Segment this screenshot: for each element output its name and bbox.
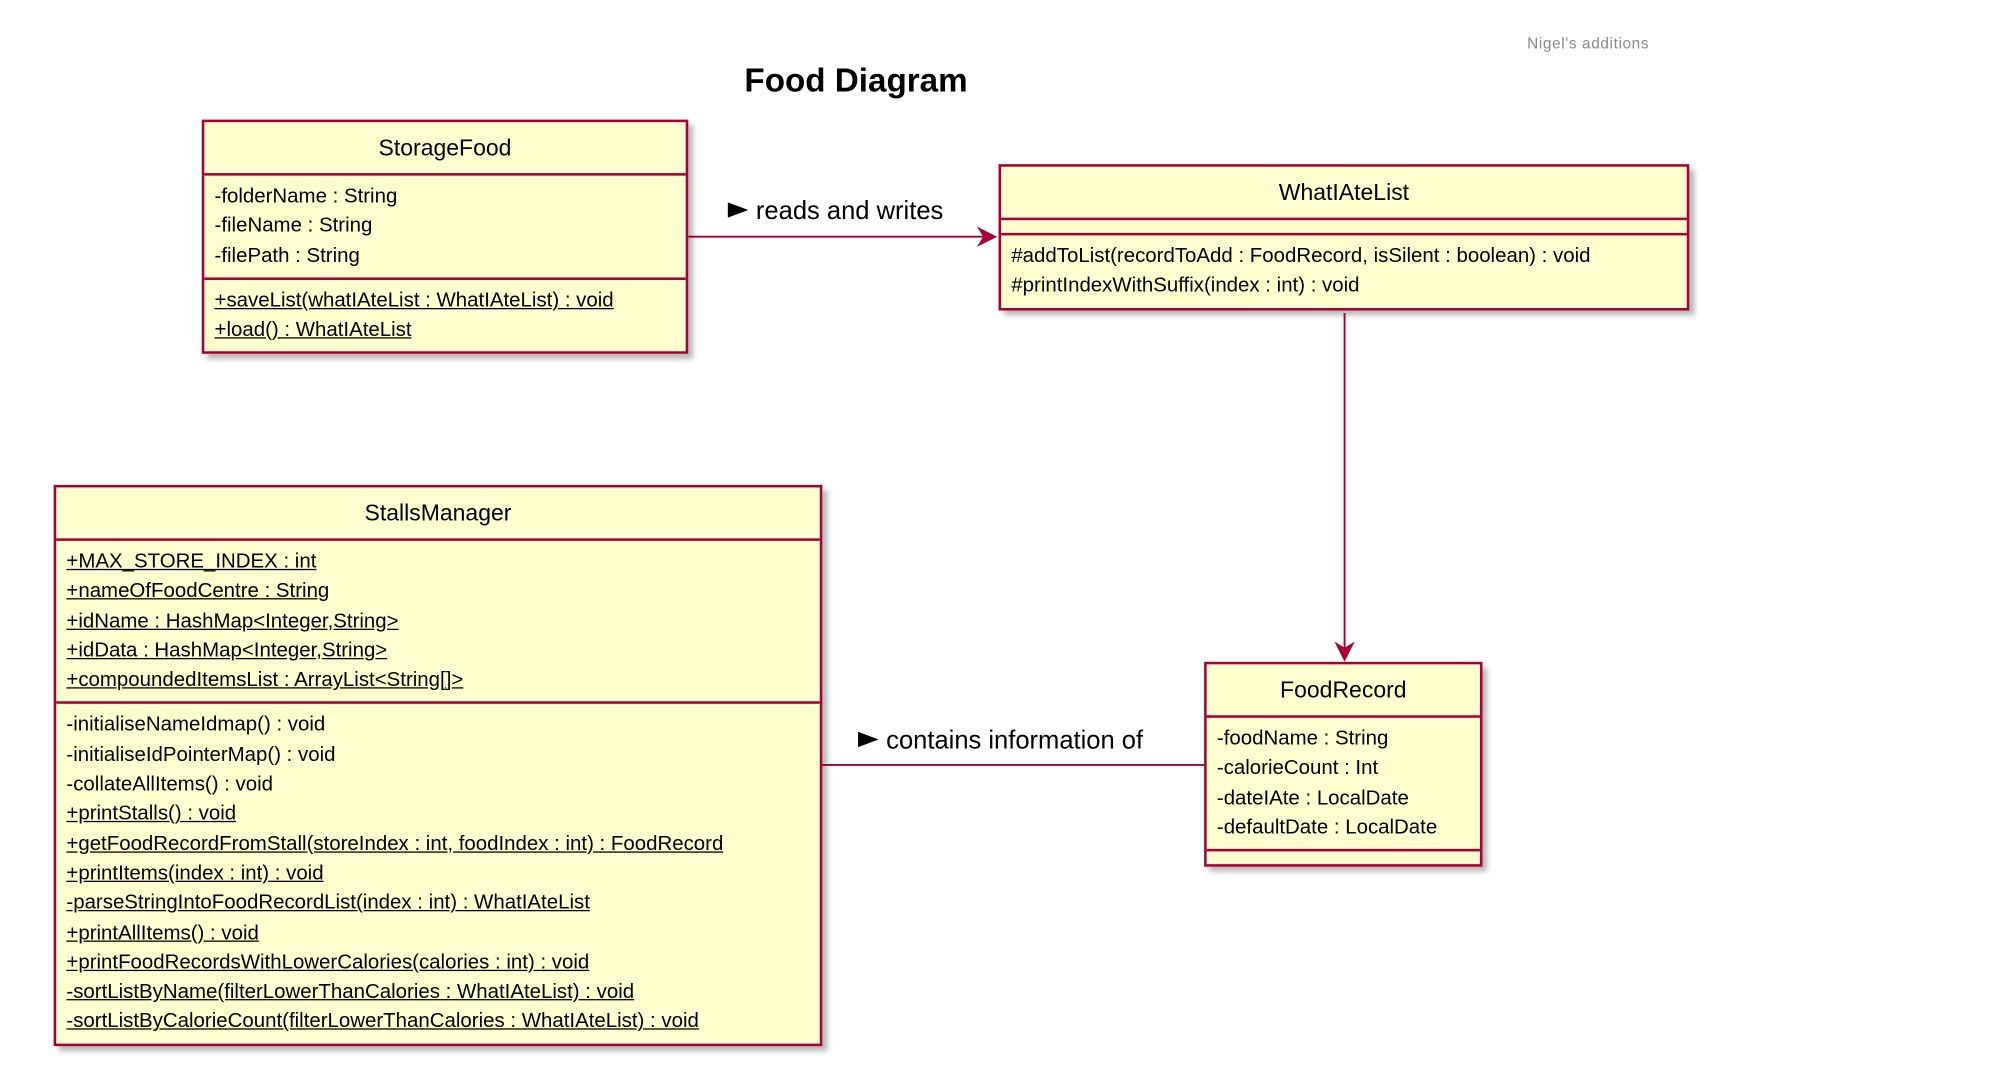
methods-section: -initialiseNameIdmap() : void -initialise… <box>56 704 820 1043</box>
class-member: -initialiseIdPointerMap() : void <box>66 744 336 766</box>
attributes-section: -folderName : String -fileName : String -f… <box>204 176 686 280</box>
reads-writes-arrowhead <box>976 226 998 247</box>
class-member: #addToList(recordToAdd : FoodRecord, isS… <box>1011 245 1591 268</box>
list-to-record-arrowhead <box>1334 641 1355 662</box>
class-member: -filePath : String <box>214 245 360 267</box>
class-storage-food: StorageFood -folderName : String -fileNam… <box>201 119 689 355</box>
class-name: StallsManager <box>56 487 820 541</box>
class-name: WhatIAteList <box>1001 167 1687 221</box>
class-member: -foodName : String <box>1216 727 1389 750</box>
header-note: Nigel's additions <box>1527 34 1650 53</box>
class-member: -folderName : String <box>214 185 398 208</box>
class-member: +nameOfFoodCentre : String <box>66 580 330 603</box>
class-member: -collateAllItems() : void <box>66 773 274 796</box>
class-member: -defaultDate : LocalDate <box>1216 816 1438 839</box>
class-member: +printStalls() : void <box>66 803 237 826</box>
direction-triangle-icon <box>727 202 749 218</box>
class-food-record: FoodRecord -foodName : String -calorieCou… <box>1204 661 1483 867</box>
class-stalls-manager: StallsManager +MAX_STORE_INDEX : int +nam… <box>53 484 823 1046</box>
class-member: -initialiseNameIdmap() : void <box>66 714 326 737</box>
class-member: -calorieCount : Int <box>1216 757 1379 780</box>
class-member: +load() : WhatIAteList <box>214 319 412 342</box>
class-member: +compoundedItemsList : ArrayList<String[… <box>66 669 464 692</box>
class-member: +printItems(index : int) : void <box>66 862 324 885</box>
class-member: +saveList(whatIAteList : WhatIAteList) :… <box>214 290 614 312</box>
class-member: +MAX_STORE_INDEX : int <box>66 551 317 573</box>
diagram-title: Food Diagram <box>744 61 968 100</box>
class-member: -dateIAte : LocalDate <box>1216 787 1409 809</box>
class-member: -sortListByCalorieCount(filterLowerThanC… <box>66 1011 699 1033</box>
class-member: -fileName : String <box>214 215 373 238</box>
attributes-section: -foodName : String -calorieCount : Int -da… <box>1206 718 1480 852</box>
class-member: -parseStringIntoFoodRecordList(index : i… <box>66 892 590 915</box>
attributes-section: +MAX_STORE_INDEX : int +nameOfFoodCentre … <box>56 541 820 705</box>
attributes-section <box>1001 220 1687 236</box>
methods-section: #addToList(recordToAdd : FoodRecord, isS… <box>1001 235 1687 307</box>
methods-section <box>1207 852 1480 865</box>
methods-section: +saveList(whatIAteList : WhatIAteList) :… <box>204 280 685 352</box>
reads-writes-label: reads and writes <box>727 197 943 226</box>
contains-info-label: contains information of <box>858 727 1143 756</box>
class-what-i-ate-list: WhatIAteList #addToList(recordToAdd : Fo… <box>998 164 1690 311</box>
class-member: +printFoodRecordsWithLowerCalories(calor… <box>66 951 590 974</box>
class-member: #printIndexWithSuffix(index : int) : voi… <box>1011 275 1360 297</box>
class-member: +idData : HashMap<Integer,String> <box>66 640 388 662</box>
class-member: +getFoodRecordFromStall(storeIndex : int… <box>66 833 724 855</box>
class-name: StorageFood <box>204 122 686 176</box>
class-member: -sortListByName(filterLowerThanCalories … <box>66 981 635 1004</box>
class-member: +idName : HashMap<Integer,String> <box>66 610 399 633</box>
direction-triangle-icon <box>858 731 879 748</box>
class-name: FoodRecord <box>1206 664 1480 718</box>
class-member: +printAllItems() : void <box>66 922 259 944</box>
